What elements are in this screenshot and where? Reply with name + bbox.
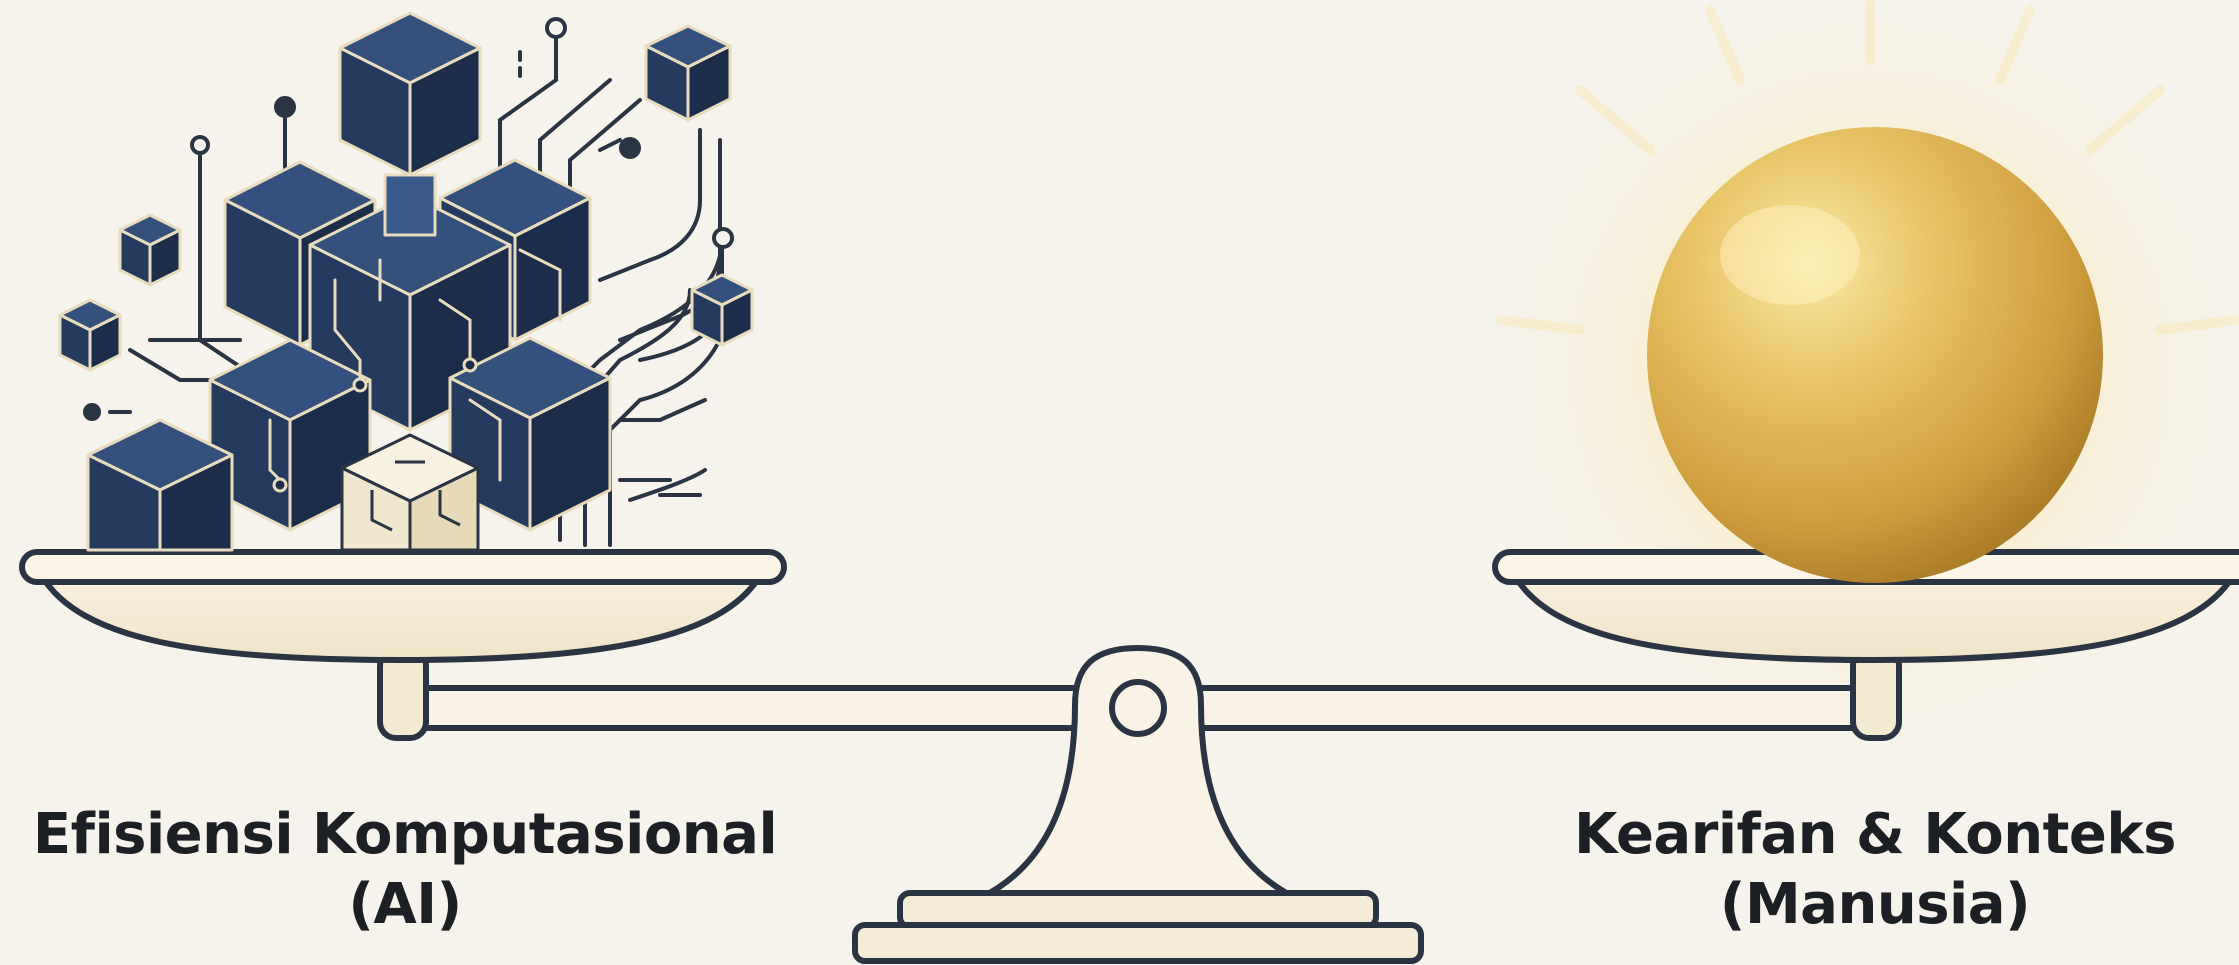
- cube-connector: [383, 173, 437, 237]
- cube-bottom-left: [86, 418, 234, 552]
- right-caption: Kearifan & Konteks (Manusia): [1540, 800, 2210, 940]
- left-caption-line1: Efisiensi Komputasional: [32, 802, 778, 867]
- cube-small-left-1: [118, 213, 182, 287]
- cube-small-right: [690, 273, 754, 347]
- left-caption: Efisiensi Komputasional (AI): [20, 800, 790, 940]
- cube-small-top-right: [644, 24, 732, 122]
- left-caption-line2: (AI): [348, 872, 462, 937]
- cube-small-left-2: [58, 298, 122, 372]
- cube-light-circuit: [340, 433, 480, 552]
- scale-pillar: [852, 644, 1424, 964]
- left-pan: [19, 549, 787, 664]
- circuit-lines-front: [268, 248, 562, 493]
- cube-cluster-icon: [58, 11, 754, 552]
- right-caption-line2: (Manusia): [1719, 872, 2031, 937]
- cube-lower-right: [448, 336, 612, 532]
- cube-top: [338, 11, 482, 177]
- right-caption-line1: Kearifan & Konteks: [1574, 802, 2176, 867]
- cube-lower-left: [208, 338, 372, 532]
- golden-sphere-icon: [1647, 127, 2103, 583]
